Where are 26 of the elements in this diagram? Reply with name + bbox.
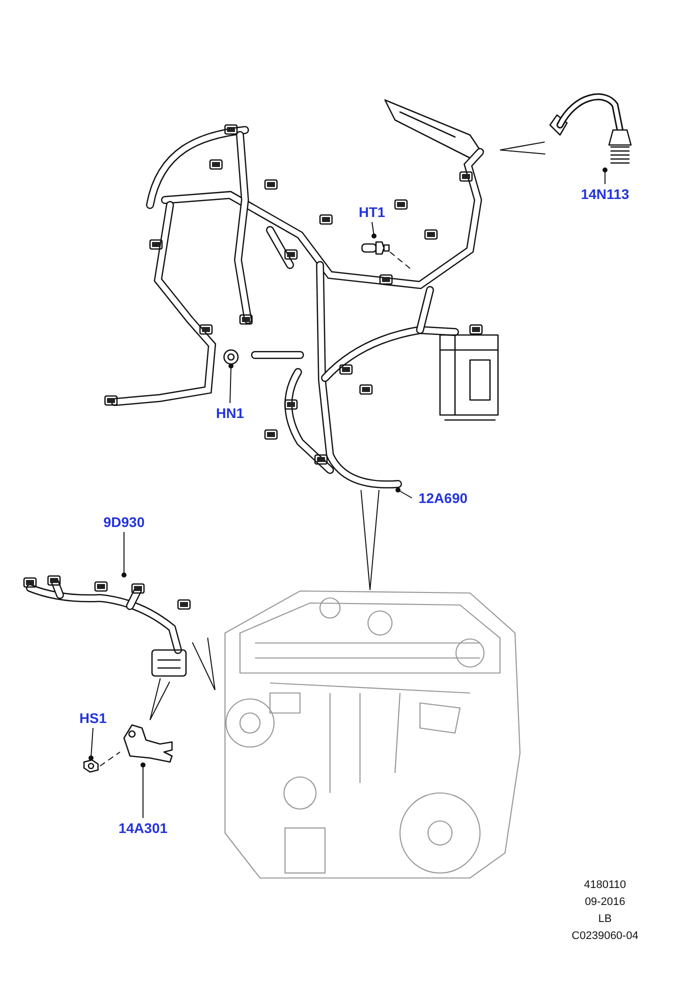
leader-line bbox=[228, 364, 234, 404]
leader-line bbox=[372, 222, 376, 238]
leader-line bbox=[602, 168, 608, 184]
nut-drawing bbox=[222, 348, 240, 366]
leader-line bbox=[140, 762, 146, 818]
callout-number: HN1 bbox=[210, 403, 250, 423]
pointer-lines bbox=[150, 678, 170, 720]
callout-number: 12A690 bbox=[412, 488, 474, 508]
pointer-lines bbox=[192, 637, 216, 690]
callout-number: HT1 bbox=[352, 202, 392, 222]
drawing-reference: 4180110 bbox=[584, 878, 626, 892]
callout-number: 14A301 bbox=[110, 818, 176, 838]
bolt-drawing bbox=[82, 758, 100, 774]
callout-number: HS1 bbox=[76, 708, 110, 728]
pointer-lines bbox=[500, 142, 546, 154]
leader-line bbox=[396, 488, 412, 498]
leader-line bbox=[122, 532, 126, 578]
drawing-reference: C0239060-04 bbox=[572, 929, 638, 943]
drawing-reference: LB bbox=[598, 912, 612, 926]
callout-number: 14N113 bbox=[572, 184, 638, 204]
connector-line bbox=[100, 752, 120, 766]
connector-line bbox=[390, 252, 412, 270]
pointer-lines bbox=[360, 490, 380, 590]
leader-line bbox=[88, 728, 94, 760]
drawing-reference: 09-2016 bbox=[584, 895, 626, 909]
callout-number: 9D930 bbox=[98, 512, 150, 532]
